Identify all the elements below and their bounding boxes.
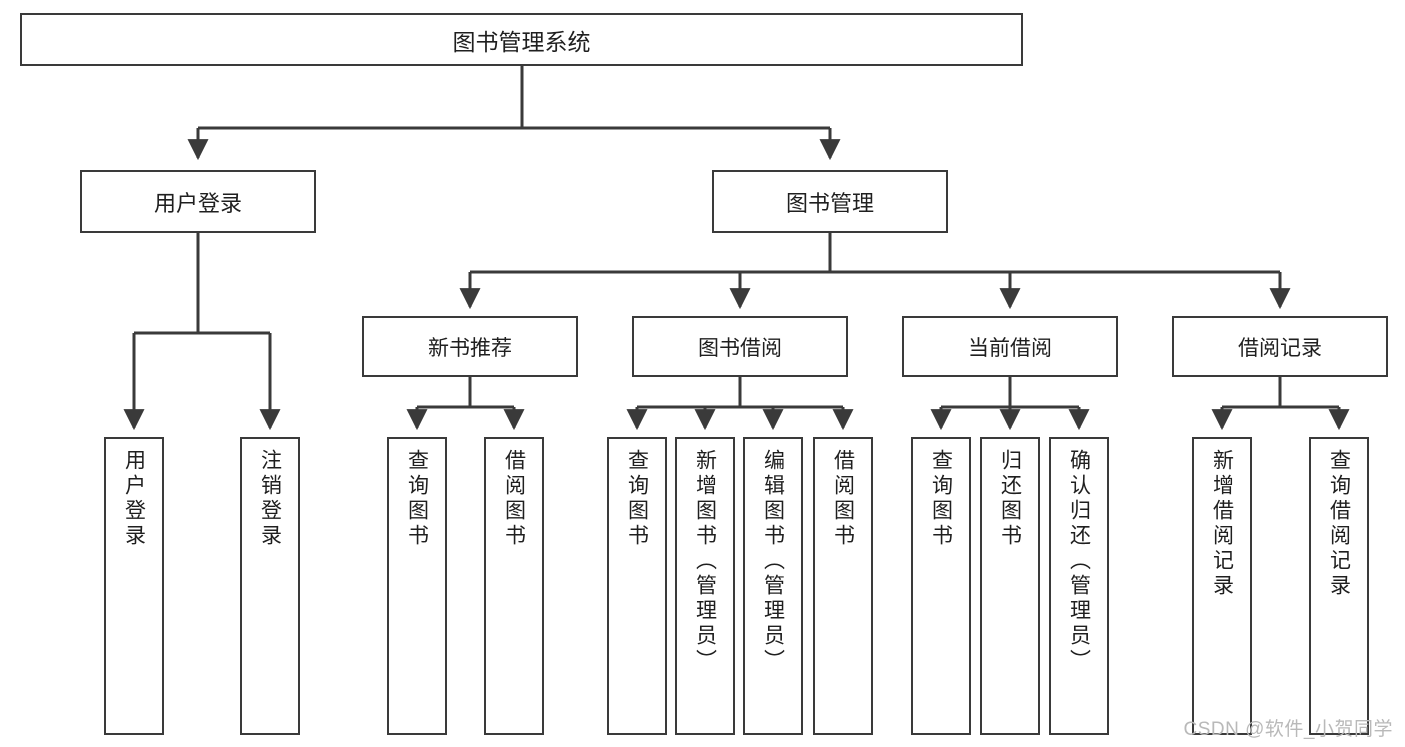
leaf-label: 借阅图书 — [831, 449, 855, 549]
leaf-label: 查询图书 — [625, 449, 649, 549]
leaf-borrow-record-add[interactable]: 新增借阅记录 — [1192, 437, 1252, 735]
leaf-label: 新增借阅记录 — [1210, 449, 1234, 599]
leaf-current-borrow-return[interactable]: 归还图书 — [980, 437, 1040, 735]
leaf-label: 新增图书（管理员） — [693, 449, 717, 674]
leaf-book-borrow-add-admin[interactable]: 新增图书（管理员） — [675, 437, 735, 735]
leaf-user-login-login[interactable]: 用户登录 — [104, 437, 164, 735]
node-user-login[interactable]: 用户登录 — [80, 170, 316, 233]
leaf-book-borrow-borrow[interactable]: 借阅图书 — [813, 437, 873, 735]
node-root-book-management-system[interactable]: 图书管理系统 — [20, 13, 1023, 66]
leaf-label: 注销登录 — [258, 449, 282, 549]
node-label: 新书推荐 — [428, 336, 512, 360]
leaf-borrow-record-query[interactable]: 查询借阅记录 — [1309, 437, 1369, 735]
node-label: 当前借阅 — [968, 336, 1052, 360]
leaf-book-borrow-edit-admin[interactable]: 编辑图书（管理员） — [743, 437, 803, 735]
node-label: 用户登录 — [153, 190, 242, 216]
node-book-borrow[interactable]: 图书借阅 — [632, 316, 848, 377]
watermark-text: CSDN @软件_小贺同学 — [1183, 719, 1393, 740]
node-label: 借阅记录 — [1238, 336, 1322, 360]
leaf-label: 查询借阅记录 — [1327, 449, 1351, 599]
node-book-management[interactable]: 图书管理 — [712, 170, 948, 233]
leaf-label: 用户登录 — [122, 449, 146, 549]
leaf-label: 借阅图书 — [502, 449, 526, 549]
leaf-new-book-borrow[interactable]: 借阅图书 — [484, 437, 544, 735]
leaf-label: 查询图书 — [929, 449, 953, 549]
leaf-user-login-logout[interactable]: 注销登录 — [240, 437, 300, 735]
leaf-new-book-query[interactable]: 查询图书 — [387, 437, 447, 735]
leaf-label: 归还图书 — [998, 449, 1022, 549]
node-label: 图书管理 — [785, 190, 874, 216]
leaf-label: 查询图书 — [405, 449, 429, 549]
node-label: 图书管理系统 — [452, 28, 591, 55]
node-current-borrow[interactable]: 当前借阅 — [902, 316, 1118, 377]
leaf-label: 确认归还（管理员） — [1067, 449, 1091, 674]
node-borrow-record[interactable]: 借阅记录 — [1172, 316, 1388, 377]
node-new-book-recommend[interactable]: 新书推荐 — [362, 316, 578, 377]
node-label: 图书借阅 — [698, 336, 782, 360]
leaf-label: 编辑图书（管理员） — [761, 449, 785, 674]
leaf-current-borrow-query[interactable]: 查询图书 — [911, 437, 971, 735]
leaf-book-borrow-query[interactable]: 查询图书 — [607, 437, 667, 735]
leaf-current-borrow-confirm-return-admin[interactable]: 确认归还（管理员） — [1049, 437, 1109, 735]
